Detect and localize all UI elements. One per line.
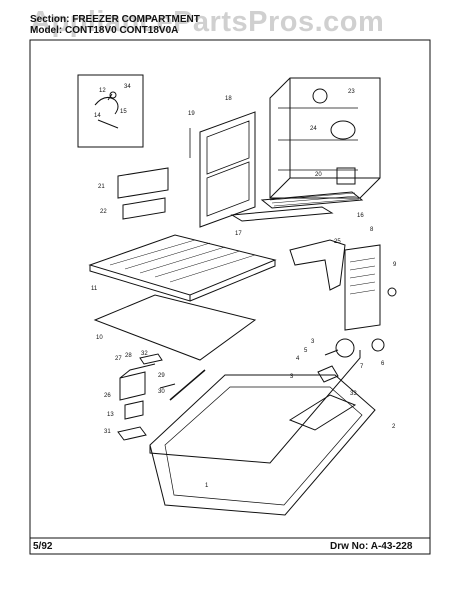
callout-21: 21 [98,184,105,190]
callout-22: 22 [100,209,107,215]
drain-cup [117,426,147,441]
fan-housing [330,120,356,140]
callout-14: 14 [94,113,101,119]
callout-3b: 3 [311,339,315,345]
evaporator-cover [344,244,381,331]
inset-part [94,93,119,115]
callout-17: 17 [235,231,242,237]
air-duct [289,239,346,291]
callout-9: 9 [393,262,397,268]
callout-16: 16 [357,213,364,219]
callout-30: 30 [158,389,165,395]
motor [371,338,385,352]
callout-11: 11 [91,286,98,292]
callout-12: 12 [99,88,106,94]
shelf-trim [230,206,334,222]
callout-32: 32 [141,351,148,357]
diagram-header: Section: FREEZER COMPARTMENT Model: CONT… [30,14,430,40]
callout-28: 28 [125,353,132,359]
callout-31: 31 [104,429,111,435]
terminal-block [124,400,144,420]
light-cover [117,167,169,199]
callout-33: 33 [350,391,357,397]
callout-4: 4 [296,356,300,362]
revision-date: 5/92 [33,541,53,552]
drawing-number: Drw No: A-43-228 [330,541,413,552]
defrost-heater-box [119,363,156,401]
callout-23: 23 [348,89,355,95]
callout-20: 20 [315,172,322,178]
lens [122,197,166,220]
callout-15: 15 [120,109,127,115]
callout-19: 19 [188,111,195,117]
callout-24: 24 [310,126,317,132]
callout-10: 10 [96,335,103,341]
callout-29: 29 [158,373,165,379]
wire-shelf [260,191,364,209]
callout-18: 18 [225,96,232,102]
callout-5: 5 [304,348,308,354]
section-title: Section: FREEZER COMPARTMENT [30,14,200,25]
freezer-cabinet [269,77,381,199]
duct-piece [288,394,357,431]
callout-26: 26 [104,393,111,399]
callout-8: 8 [370,227,374,233]
callout-27: 27 [115,356,122,362]
fan-blade [335,338,355,358]
diagram-frame [29,39,431,539]
callout-3: 3 [290,374,294,380]
callout-1: 1 [205,483,209,489]
drain-pan [149,374,376,516]
light-socket [312,88,328,104]
model-line: Model: CONT18V0 CONT18V0A [30,25,179,36]
callout-2: 2 [392,424,396,430]
callout-7: 7 [360,364,364,370]
callout-13: 13 [107,412,114,418]
callout-34: 34 [124,84,131,90]
thermostat [139,353,163,365]
trim-strip [169,369,206,401]
callout-6: 6 [381,361,385,367]
inset-box [77,74,144,148]
bracket [317,365,339,383]
control-box [336,167,356,185]
evaporator [88,234,277,296]
screw [387,287,397,297]
callout-25: 25 [334,239,341,245]
door-panel [199,111,256,228]
title-block [29,537,431,555]
insulation-pad [93,294,257,361]
callout-numbers: 12 34 14 15 18 19 23 24 20 21 22 16 17 2… [91,84,397,489]
